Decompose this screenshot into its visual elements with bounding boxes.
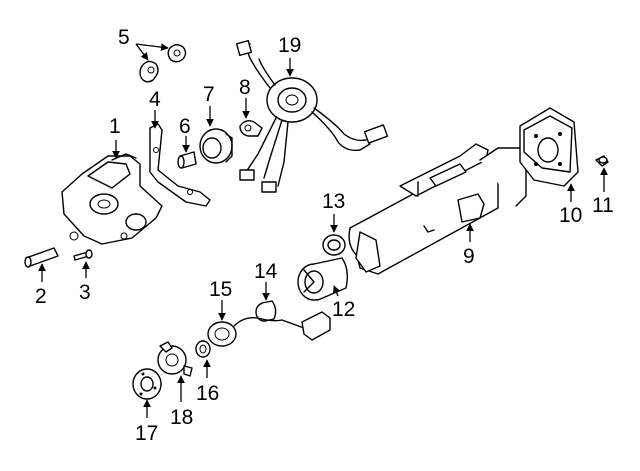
callout-10: 10 <box>559 204 582 227</box>
leader-5a <box>135 43 149 61</box>
part-2-pin <box>24 247 59 268</box>
callout-17: 17 <box>135 422 158 445</box>
callout-labels: 1 2 3 4 5 6 7 8 9 10 11 12 13 14 15 16 1… <box>35 26 614 445</box>
callout-13: 13 <box>322 190 345 213</box>
callout-3: 3 <box>79 281 91 304</box>
part-4-bracket <box>149 123 211 207</box>
leader-lines <box>38 43 608 418</box>
callout-18: 18 <box>170 406 193 429</box>
callout-4: 4 <box>149 88 161 111</box>
part-1-lock-housing <box>61 153 163 245</box>
callout-5: 5 <box>118 26 130 49</box>
callout-11: 11 <box>592 194 614 217</box>
callout-12: 12 <box>332 298 355 321</box>
callout-16: 16 <box>196 382 219 405</box>
callout-9: 9 <box>463 245 475 268</box>
leader-5b <box>135 43 169 51</box>
part-5-clips <box>139 44 187 83</box>
part-6-bushing <box>177 151 197 169</box>
callout-19: 19 <box>278 34 301 57</box>
part-11-bolt <box>595 155 609 167</box>
callout-7: 7 <box>203 83 215 106</box>
part-9-column-jacket <box>348 143 527 275</box>
callout-8: 8 <box>239 76 251 99</box>
callout-2: 2 <box>35 285 47 308</box>
callout-6: 6 <box>179 115 191 138</box>
part-17-plate <box>132 368 162 400</box>
callout-14: 14 <box>254 260 278 283</box>
part-3-screw <box>73 249 93 261</box>
callout-1: 1 <box>109 115 121 138</box>
part-18-cam <box>157 341 193 377</box>
part-15-switch-cable <box>207 311 331 347</box>
part-8-clip <box>239 119 263 137</box>
leader-12 <box>332 285 341 297</box>
callout-15: 15 <box>209 278 232 301</box>
part-16-washer <box>195 340 211 358</box>
part-13-bearing <box>322 234 346 256</box>
part-7-switch <box>199 128 233 164</box>
part-19-wiring-harness <box>235 39 389 193</box>
part-10-mounting-plate <box>519 107 579 187</box>
part-14-cap <box>255 300 277 322</box>
part-12-sleeve <box>297 257 349 301</box>
